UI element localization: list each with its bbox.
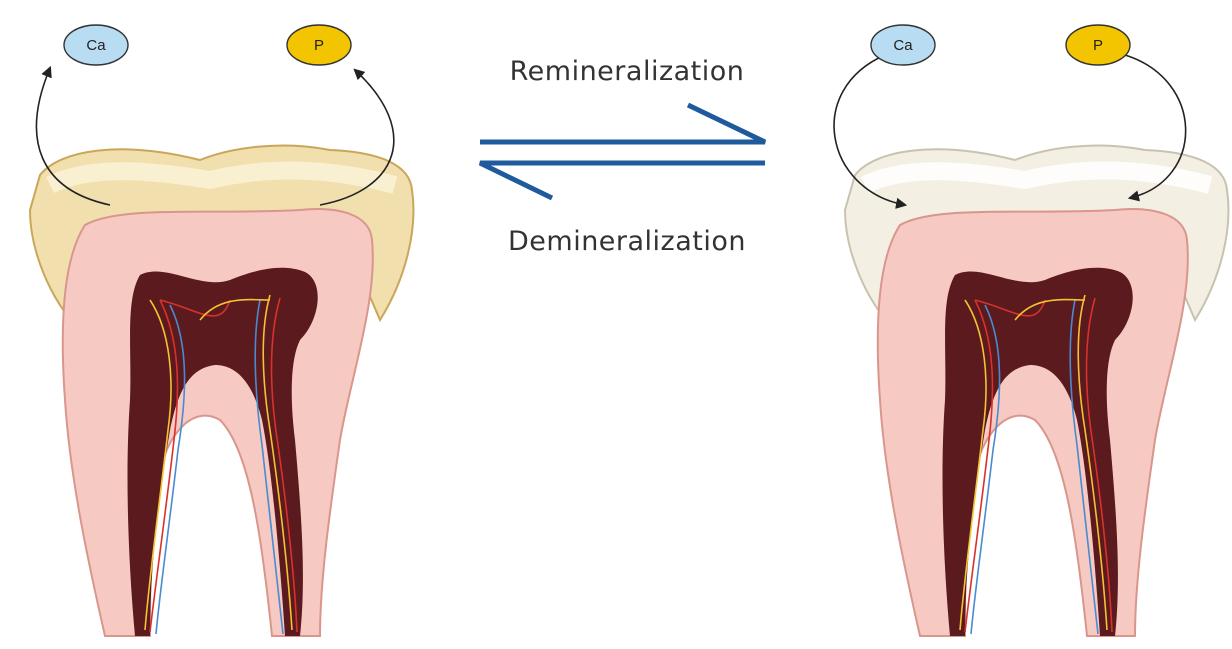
equilibrium: Remineralization Demineralization <box>480 56 765 257</box>
svg-text:Ca: Ca <box>893 37 913 54</box>
svg-text:P: P <box>1093 37 1103 54</box>
demineralization-label: Demineralization <box>508 226 746 257</box>
phosphate-ion: P <box>287 25 351 65</box>
dentin-layer <box>63 209 373 636</box>
tooth-remineralized: Ca P <box>834 25 1228 636</box>
svg-text:P: P <box>314 37 324 54</box>
svg-text:Ca: Ca <box>86 37 106 54</box>
tooth-demineralized: Ca P <box>30 25 413 636</box>
forward-half-arrow <box>480 105 765 142</box>
dentin-layer <box>878 209 1188 636</box>
calcium-ion: Ca <box>871 25 935 65</box>
reverse-half-arrow <box>480 163 765 198</box>
phosphate-ion: P <box>1066 25 1130 65</box>
calcium-ion: Ca <box>64 25 128 65</box>
remineralization-label: Remineralization <box>510 56 745 87</box>
